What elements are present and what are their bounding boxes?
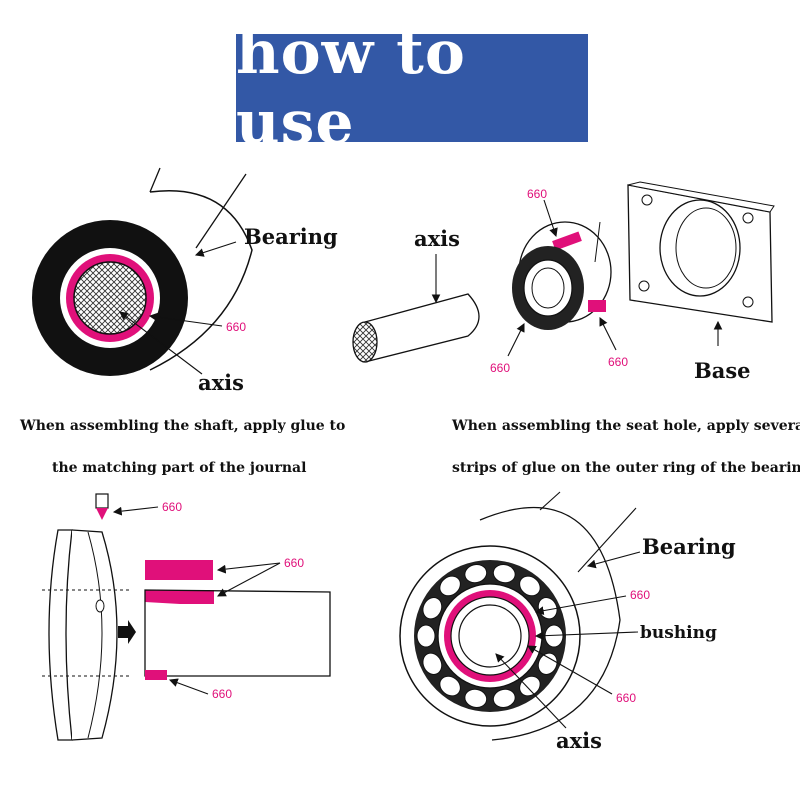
bearing-roller — [519, 575, 541, 597]
glue-code-top: 660 — [527, 187, 547, 201]
glue-code-top-2: 660 — [630, 588, 650, 602]
caption-right-2: strips of glue on the outer ring of the … — [452, 460, 800, 476]
title-banner: how to use — [236, 18, 588, 158]
caption-left-2: the matching part of the journal — [52, 460, 306, 476]
bearing-roller — [422, 652, 443, 675]
panel-shaft-bearing: Bearing 660 axis — [32, 167, 338, 395]
bearing-roller — [439, 675, 461, 697]
glue-strip-top — [145, 560, 213, 580]
axis-label-2: axis — [414, 226, 460, 251]
glue-code-label: 660 — [226, 320, 246, 334]
axis-label: axis — [198, 370, 244, 395]
glue-code-bottom-2: 660 — [616, 691, 636, 705]
bearing-roller — [416, 624, 436, 648]
pulley — [48, 529, 73, 741]
bearing-rollers — [416, 563, 564, 709]
glue-strip-journal — [145, 590, 214, 604]
journal-shaft — [144, 589, 331, 677]
bearing-label: Bearing — [244, 224, 338, 249]
bushing-label: bushing — [640, 623, 717, 643]
glue-nozzle — [95, 493, 109, 509]
bearing-roller — [422, 597, 443, 620]
glue-code-bottom: 660 — [212, 687, 232, 701]
glue-code-left: 660 — [490, 361, 510, 375]
panel-roller-bearing: Bearing 660 bushing 660 axis — [399, 491, 736, 753]
bearing-label-2: Bearing — [642, 534, 736, 559]
insert-arrow-icon — [118, 620, 136, 644]
bearing-roller — [464, 563, 488, 584]
glue-code-nozzle: 660 — [162, 500, 182, 514]
bearing-roller — [519, 675, 541, 697]
bearing-housing-outline — [149, 190, 253, 371]
bearing-roller — [439, 575, 461, 597]
panel-bearing-base: axis 660 660 660 Base — [352, 181, 775, 383]
axis-rod — [364, 293, 480, 363]
glue-code-right: 660 — [608, 355, 628, 369]
bearing-roller — [464, 688, 488, 709]
panel-pulley-journal: 660 660 660 — [42, 493, 331, 741]
caption-right-1: When assembling the seat hole, apply sev… — [451, 418, 800, 434]
base-label: Base — [694, 358, 751, 383]
bearing-roller — [537, 652, 558, 675]
axis-label-3: axis — [556, 728, 602, 753]
caption-left-1: When assembling the shaft, apply glue to — [19, 418, 345, 434]
title-text: how to use — [236, 18, 466, 158]
bearing-roller — [492, 563, 516, 584]
glue-strip-bottom — [145, 670, 167, 680]
bearing-roller — [492, 688, 516, 709]
glue-code-strips: 660 — [284, 556, 304, 570]
